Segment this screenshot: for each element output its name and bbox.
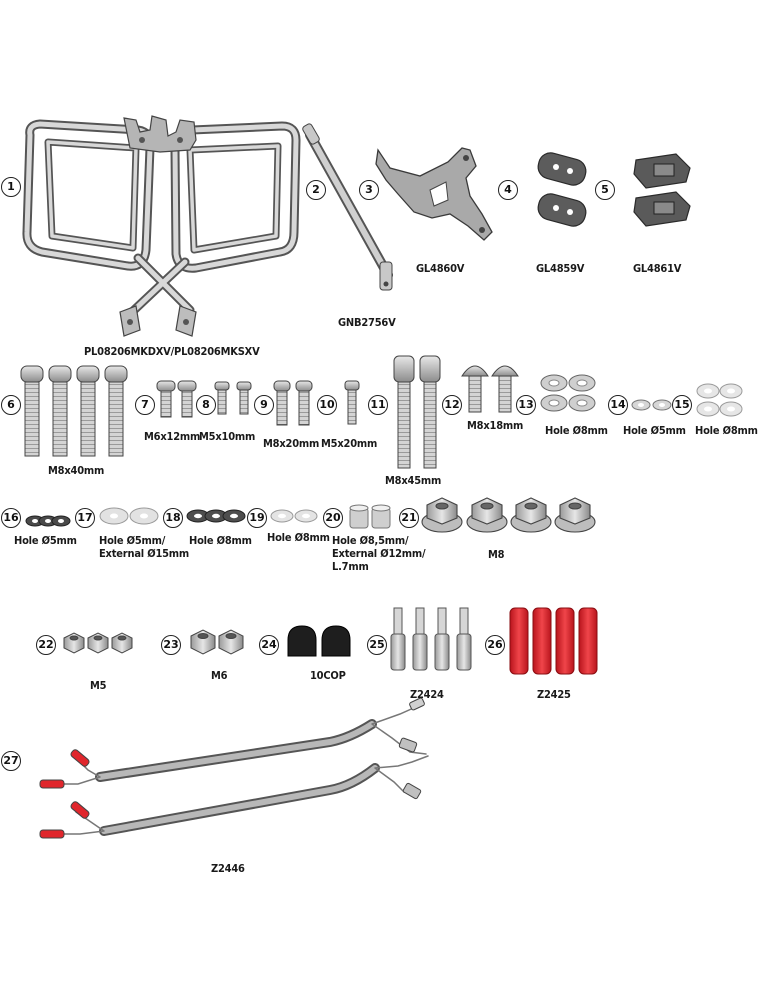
callout-25: 25 [367,635,387,655]
callout-2: 2 [306,180,326,200]
callout-7: 7 [135,395,155,415]
nuts-m8-part [421,497,596,533]
caps-part [287,625,351,657]
label-14: Hole Ø5mm [623,424,686,437]
bolts-m8x18-part [461,365,519,413]
label-17: Hole Ø5mm/ External Ø15mm [99,534,190,560]
callout-8: 8 [196,395,216,415]
callout-1: 1 [1,177,21,197]
callout-21: 21 [399,508,419,528]
callout-26: 26 [485,635,505,655]
callout-23: 23 [161,635,181,655]
callout-15: 15 [672,395,692,415]
callout-13: 13 [516,395,536,415]
bolts-m5x10-part [214,381,252,415]
callout-27: 27 [1,751,21,771]
callout-10: 10 [317,395,337,415]
label-15: Hole Ø8mm [695,424,758,437]
label-25: Z2424 [410,688,444,701]
washers-18-part [186,509,246,523]
callout-22: 22 [36,635,56,655]
nuts-m6-part [190,629,244,655]
washers-17-part [99,507,159,525]
nuts-m5-part [63,632,133,654]
bolt-m5x20-part [344,380,360,425]
callout-18: 18 [163,508,183,528]
spacers-part [349,504,391,529]
callout-9: 9 [254,395,274,415]
connectors-grey-part [390,607,472,671]
strut-bar-part [302,123,393,291]
callout-14: 14 [608,395,628,415]
label-2: GNB2756V [338,316,396,329]
label-5: GL4861V [633,262,682,275]
label-23: M6 [211,669,228,682]
callout-24: 24 [259,635,279,655]
label-26: Z2425 [537,688,571,701]
callout-12: 12 [442,395,462,415]
callout-19: 19 [247,508,267,528]
washers-14-part [631,399,672,411]
label-27: Z2446 [211,862,245,875]
callout-3: 3 [359,180,379,200]
callout-6: 6 [1,395,21,415]
callout-4: 4 [498,180,518,200]
washers-13-part [540,374,596,412]
label-20: Hole Ø8,5mm/ External Ø12mm/ L.7mm [332,534,426,573]
label-22: M5 [90,679,107,692]
callout-16: 16 [1,508,21,528]
label-10: M5x20mm [321,437,378,450]
rubber-pads-part [537,152,587,227]
callout-17: 17 [75,508,95,528]
bolts-m8x45-part [393,355,441,469]
label-3: GL4860V [416,262,465,275]
label-9: M8x20mm [263,437,320,450]
bolts-m8x20-part [273,380,313,426]
label-21: M8 [488,548,505,561]
callout-5: 5 [595,180,615,200]
bolts-m6x12-part [156,380,197,418]
label-6: M8x40mm [48,464,105,477]
label-24: 10COP [310,669,346,682]
label-16: Hole Ø5mm [14,534,77,547]
connectors-red-part [509,607,598,675]
callout-11: 11 [368,395,388,415]
label-8: M5x10mm [199,430,256,443]
washers-15-part [696,383,743,417]
wiring-harness-part [59,705,429,836]
label-12: M8x18mm [467,419,524,432]
washers-19-part [270,509,318,523]
callout-20: 20 [323,508,343,528]
label-13: Hole Ø8mm [545,424,608,437]
label-4: GL4859V [536,262,585,275]
frame-bracket-plate [123,115,197,153]
label-18: Hole Ø8mm [189,534,252,547]
label-11: M8x45mm [385,474,442,487]
label-19: Hole Ø8mm [267,531,330,544]
label-7: M6x12mm [144,430,201,443]
label-1: PL08206MKDXV/PL08206MKSXV [84,345,260,358]
long-bolts-part [20,365,128,457]
